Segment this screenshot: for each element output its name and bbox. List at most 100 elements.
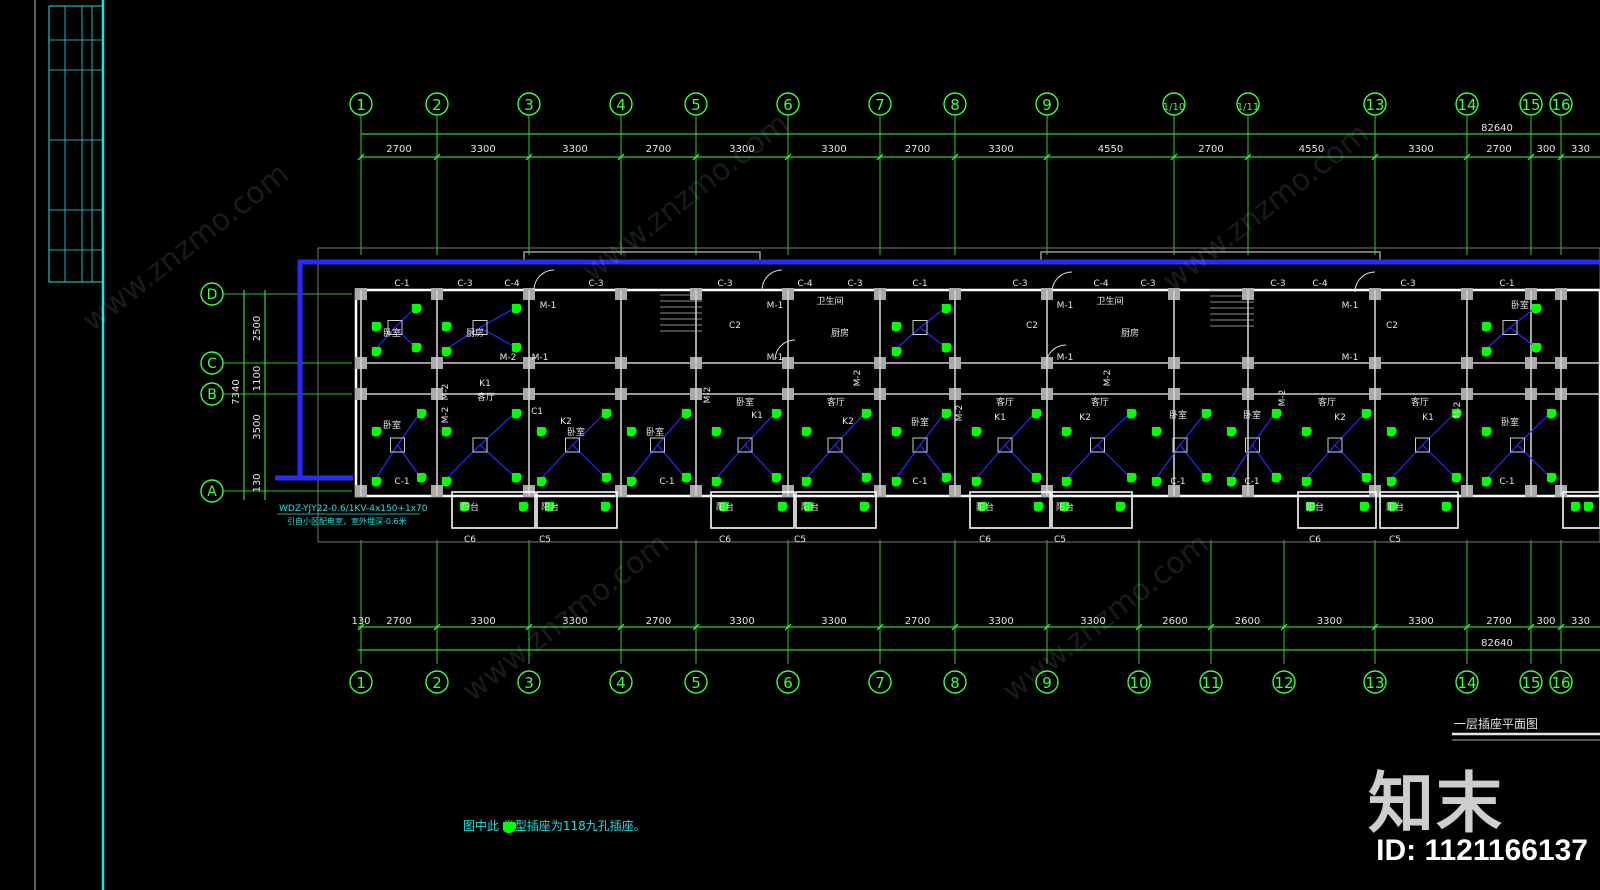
socket-icon xyxy=(972,477,982,487)
dimension-tick xyxy=(617,153,625,161)
wiring-run xyxy=(1422,444,1456,478)
axis-bubble-bottom xyxy=(1455,670,1479,694)
wiring-run xyxy=(1179,444,1206,478)
room-label: 卧室 xyxy=(1511,299,1529,311)
axis-bubble-bottom xyxy=(868,670,892,694)
axis-bubble-top xyxy=(609,92,633,116)
window-label: K2 xyxy=(560,417,572,427)
window-label: C6 xyxy=(719,535,731,545)
socket-icon xyxy=(978,502,988,512)
socket-icon xyxy=(1152,427,1162,437)
socket-icon xyxy=(1482,322,1492,332)
dimension-value-top: 2700 xyxy=(646,144,671,155)
dimension-tick xyxy=(617,623,625,631)
window-label: C-1 xyxy=(394,279,409,289)
dimension-tick xyxy=(1371,623,1379,631)
wiring-run xyxy=(834,444,866,478)
wiring-run xyxy=(1484,444,1518,481)
wiring-run xyxy=(539,444,573,481)
dimension-tick xyxy=(1527,623,1535,631)
socket-icon xyxy=(1360,502,1370,512)
axis-bubble-bottom xyxy=(1549,670,1573,694)
wiring-run xyxy=(479,444,516,478)
socket-icon xyxy=(1272,409,1282,419)
socket-icon xyxy=(442,322,452,332)
junction-box xyxy=(387,320,403,335)
socket-icon xyxy=(1547,409,1557,419)
dimension-value-left: 1100 xyxy=(252,366,263,391)
socket-icon xyxy=(1387,427,1397,437)
socket-icon xyxy=(1302,427,1312,437)
junction-box xyxy=(565,437,580,453)
window-label: C-3 xyxy=(1012,279,1027,289)
socket-icon xyxy=(1152,477,1162,487)
window-label: C-1 xyxy=(394,477,409,487)
window-label: C1 xyxy=(531,407,543,417)
dimension-tick xyxy=(433,623,441,631)
dimension-value-top: 2700 xyxy=(1486,144,1511,155)
junction-box xyxy=(1090,437,1105,453)
junction-box xyxy=(472,437,488,453)
wiring-run xyxy=(919,327,946,348)
room-label: 卧室 xyxy=(567,426,585,438)
dimension-tick xyxy=(357,623,365,631)
window-label: C6 xyxy=(1309,535,1321,545)
dimension-value-top: 3300 xyxy=(729,144,754,155)
window-label: C-1 xyxy=(1244,477,1259,487)
window-label: K2 xyxy=(1079,413,1091,423)
wiring-run xyxy=(1517,444,1551,478)
axis-bubble-bottom xyxy=(1363,670,1387,694)
axis-label-row: B xyxy=(207,387,217,403)
wiring-run xyxy=(1179,412,1206,446)
room-label: 阳台 xyxy=(1056,501,1074,513)
door-label: M-2 xyxy=(1278,390,1288,407)
socket-icon xyxy=(778,502,788,512)
door-swing xyxy=(1051,271,1073,293)
socket-icon xyxy=(1227,477,1237,487)
door-label: M-1 xyxy=(532,353,549,363)
dimension-value-bottom: 3300 xyxy=(562,616,587,627)
socket-icon xyxy=(372,322,382,332)
axis-label-top: 6 xyxy=(783,96,793,114)
socket-icon xyxy=(1127,409,1137,419)
window-label: C2 xyxy=(1386,321,1398,331)
axis-label-bottom: 4 xyxy=(616,674,626,692)
window-label: C2 xyxy=(729,321,741,331)
socket-icon xyxy=(892,322,902,332)
balcony xyxy=(1297,491,1377,529)
door-label: M-2 xyxy=(441,384,451,401)
room-label: 卧室 xyxy=(736,396,754,408)
wiring-run xyxy=(1004,444,1036,478)
axis-label-top: 3 xyxy=(524,96,534,114)
axis-label-top: 16 xyxy=(1551,96,1570,114)
socket-icon xyxy=(772,409,782,419)
dimension-value-bottom: 130 xyxy=(351,616,370,627)
dimension-total-left: 7340 xyxy=(231,379,242,404)
socket-icon xyxy=(602,473,612,483)
socket-icon xyxy=(1571,502,1581,512)
axis-label-top: 13 xyxy=(1365,96,1384,114)
socket-icon xyxy=(892,347,902,357)
window-label: C-3 xyxy=(717,279,732,289)
window-label: C6 xyxy=(979,535,991,545)
dimension-value-bottom: 3300 xyxy=(1408,616,1433,627)
door-swing xyxy=(533,269,555,291)
socket-icon xyxy=(512,343,522,353)
dimension-tick xyxy=(1244,153,1252,161)
axis-label-bottom: 9 xyxy=(1042,674,1052,692)
socket-icon xyxy=(417,473,427,483)
wiring-run xyxy=(479,326,516,348)
axis-bubble-top xyxy=(1363,92,1387,116)
window-label: C-1 xyxy=(1499,477,1514,487)
dimension-value-bottom: 3300 xyxy=(988,616,1013,627)
axis-label-row: A xyxy=(207,484,217,500)
junction-box xyxy=(1327,437,1343,453)
axis-bubble-top xyxy=(684,92,708,116)
axis-label-top: 5 xyxy=(691,96,701,114)
wiring-run xyxy=(374,444,399,481)
room-label: 客厅 xyxy=(1318,396,1336,408)
axis-label-top: 9 xyxy=(1042,96,1052,114)
room-label: 阳台 xyxy=(461,501,479,513)
